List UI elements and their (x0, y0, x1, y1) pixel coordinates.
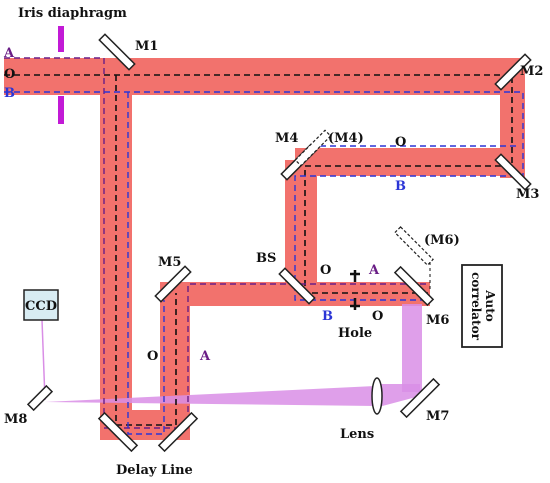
autocorrelator-label-1: Auto (483, 289, 497, 322)
beam-m4-bs (285, 160, 317, 284)
mirror-icon-m6 (393, 265, 435, 307)
label-o-hole: O (372, 309, 383, 324)
violet-m7-lens (375, 384, 420, 408)
mirror-icon-m5 (154, 265, 192, 303)
mirror-icon-m2 (494, 53, 532, 91)
labels: Iris diaphragm A O B M1 M2 M3 M4 (M4) O … (3, 6, 543, 478)
label-bs: BS (256, 251, 276, 266)
mirror-icon-delay-left (97, 411, 139, 453)
label-hole: Hole (338, 326, 372, 341)
label-a-left: A (3, 46, 15, 61)
label-m5: M5 (158, 255, 181, 270)
lens-icon (371, 377, 383, 415)
violet-m8-ccd (41, 319, 46, 401)
mirrors (26, 33, 532, 453)
label-m1: M1 (135, 39, 158, 54)
label-o-right: O (320, 263, 331, 278)
label-b-right: B (322, 309, 333, 324)
label-m6: M6 (426, 313, 449, 328)
ccd-label: CCD (25, 299, 57, 314)
autocorrelator-icon: Auto correlator (461, 264, 503, 348)
hole-icon (350, 270, 360, 310)
beam-m1-m2 (4, 58, 519, 95)
violet-beam (41, 304, 422, 408)
mirror-icon-m3 (494, 153, 532, 191)
label-m3: M3 (516, 187, 539, 202)
ccd-icon: CCD (23, 289, 59, 321)
violet-lens-m8 (45, 386, 375, 406)
label-a-right: A (368, 263, 380, 278)
mirror-icon-m8 (26, 384, 54, 412)
mirror-icon-m7 (399, 377, 441, 419)
path-a (4, 57, 430, 429)
label-o-left: O (4, 67, 15, 82)
label-m2: M2 (520, 64, 543, 79)
beam-m1-down (100, 58, 132, 430)
label-b-left: B (4, 86, 15, 101)
mirror-icon-m4-dashed (294, 129, 332, 167)
label-a-delay: A (199, 349, 211, 364)
label-m7: M7 (426, 409, 449, 424)
label-o-upper: O (395, 135, 406, 150)
autocorrelator-label-2: correlator (469, 272, 483, 340)
mirror-icon-delay-right (157, 411, 199, 453)
iris-label: Iris diaphragm (18, 6, 127, 21)
label-delay-line: Delay Line (116, 463, 193, 478)
mirror-icon-m1 (98, 33, 136, 71)
mirror-icon-bs (278, 267, 316, 305)
label-lens: Lens (340, 427, 374, 442)
label-m6-alt: (M6) (424, 233, 460, 248)
label-b-upper: B (395, 179, 406, 194)
beam-delay-up (160, 282, 190, 440)
path-o (4, 74, 513, 426)
violet-m6-m7 (402, 304, 422, 392)
label-o-delay: O (147, 349, 158, 364)
laser-beam (4, 58, 525, 440)
label-m4: M4 (275, 131, 298, 146)
label-m4-alt: (M4) (328, 131, 364, 146)
iris-icon (58, 26, 64, 124)
beam-m3-m4 (295, 148, 525, 176)
label-m8: M8 (4, 412, 27, 427)
path-b (4, 91, 524, 435)
